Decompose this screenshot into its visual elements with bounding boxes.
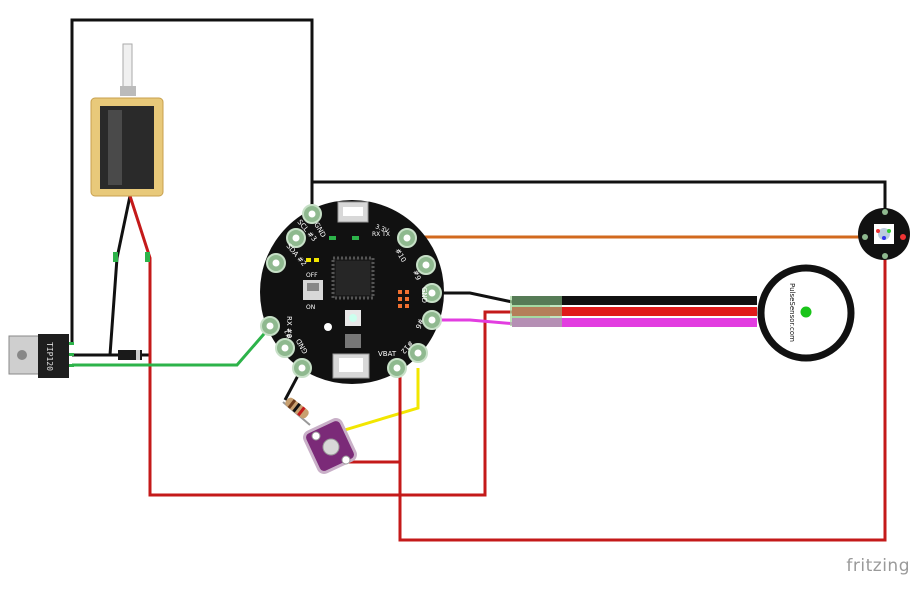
solenoid-icon <box>90 43 164 197</box>
diode-icon <box>118 350 142 360</box>
wire-red-solenoid <box>128 195 520 497</box>
pulse-sensor-icon: PulseSensor.com <box>757 264 855 362</box>
wire-black-sensor <box>432 291 518 305</box>
wire-black-top <box>70 18 314 342</box>
wire-black-neopixel <box>312 180 887 210</box>
switch-icon <box>303 418 357 474</box>
label-rx: RX #0 <box>285 316 293 338</box>
flora-board: GND SCL #3 SDA #2 3.3V #10 #9 GND #6 #12… <box>260 200 444 384</box>
resistor-icon <box>282 397 311 426</box>
label-gnd-right: GND <box>420 287 428 303</box>
label-d6: #6 <box>413 317 424 330</box>
neopixel-icon <box>858 208 910 260</box>
sensor-label: PulseSensor.com <box>788 283 796 342</box>
wire-green-rx <box>72 326 272 367</box>
sensor-cable <box>512 296 757 327</box>
wires <box>70 18 887 542</box>
wire-yellow-switch <box>317 368 420 440</box>
label-on: ON <box>306 304 315 311</box>
label-d9: #9 <box>411 269 422 281</box>
microcontroller-chip-icon <box>331 256 375 300</box>
wire-black-solenoid <box>72 195 132 357</box>
label-rxtx: RX TX <box>372 231 390 238</box>
label-off: OFF <box>306 272 318 279</box>
transistor-label: TIP120 <box>45 342 54 371</box>
label-vbat: VBAT <box>378 350 397 358</box>
usb-port-icon <box>337 201 369 223</box>
transistor-icon: TIP120 <box>8 334 74 378</box>
wire-magenta-sensor <box>432 318 518 326</box>
battery-connector-icon <box>332 353 370 379</box>
label-v33: 3.3V <box>374 223 390 235</box>
wire-red-neopixel <box>398 258 887 542</box>
label-d1: #1 <box>283 328 294 340</box>
fritzing-watermark: fritzing <box>846 556 910 576</box>
